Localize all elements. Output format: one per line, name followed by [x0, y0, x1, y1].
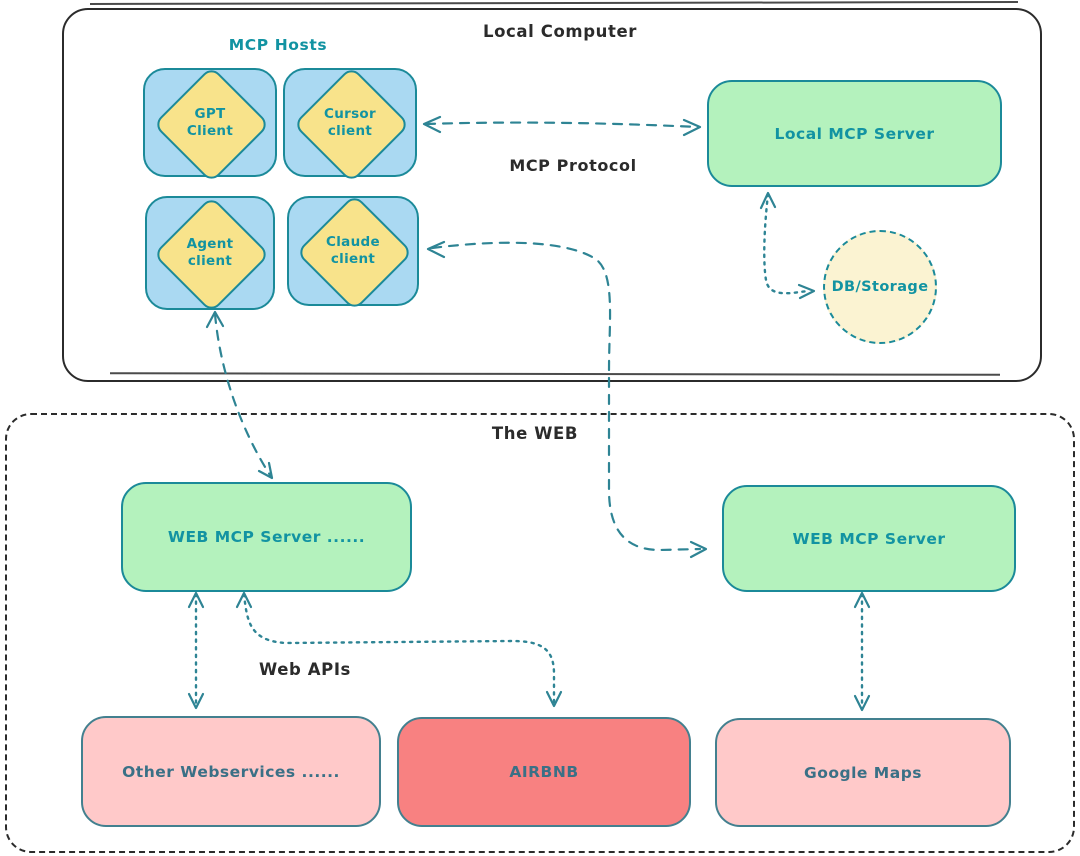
web-mcp-server-left-box: WEB MCP Server ...... [121, 482, 412, 592]
client-label-agent: Agent client [186, 236, 234, 269]
the-web-label: The WEB [491, 424, 579, 443]
other-webservices-box: Other Webservices ...... [81, 716, 381, 827]
mcp-protocol-label: MCP Protocol [509, 156, 637, 175]
other-webservices-label: Other Webservices ...... [122, 762, 340, 781]
local-computer-label: Local Computer [483, 22, 637, 41]
db-storage-circle: DB/Storage [823, 230, 937, 344]
mcp-hosts-label: MCP Hosts [228, 36, 328, 54]
google-maps-label: Google Maps [803, 763, 923, 782]
hand-drawn-stroke [89, 1, 1019, 5]
web-apis-label: Web APIs [259, 660, 351, 679]
client-label-cursor: Cursor client [324, 105, 376, 139]
client-box-agent: Agent client [145, 195, 275, 314]
airbnb-box: AIRBNB [397, 717, 691, 827]
client-label-claude: Claude client [326, 234, 380, 267]
client-box-claude: Claude client [287, 193, 419, 312]
client-box-gpt: GPT Client [143, 65, 277, 183]
web-mcp-server-left-label: WEB MCP Server ...... [167, 528, 366, 546]
web-mcp-server-right-box: WEB MCP Server [722, 485, 1016, 592]
airbnb-label: AIRBNB [509, 763, 579, 781]
web-mcp-server-right-label: WEB MCP Server [792, 529, 946, 548]
google-maps-box: Google Maps [715, 718, 1011, 827]
db-storage-label: DB/Storage [831, 279, 929, 295]
client-label-gpt: GPT Client [186, 105, 234, 139]
client-box-cursor: Cursor client [283, 65, 417, 183]
local-mcp-server-label: Local MCP Server [774, 124, 935, 143]
local-mcp-server-box: Local MCP Server [707, 80, 1002, 187]
